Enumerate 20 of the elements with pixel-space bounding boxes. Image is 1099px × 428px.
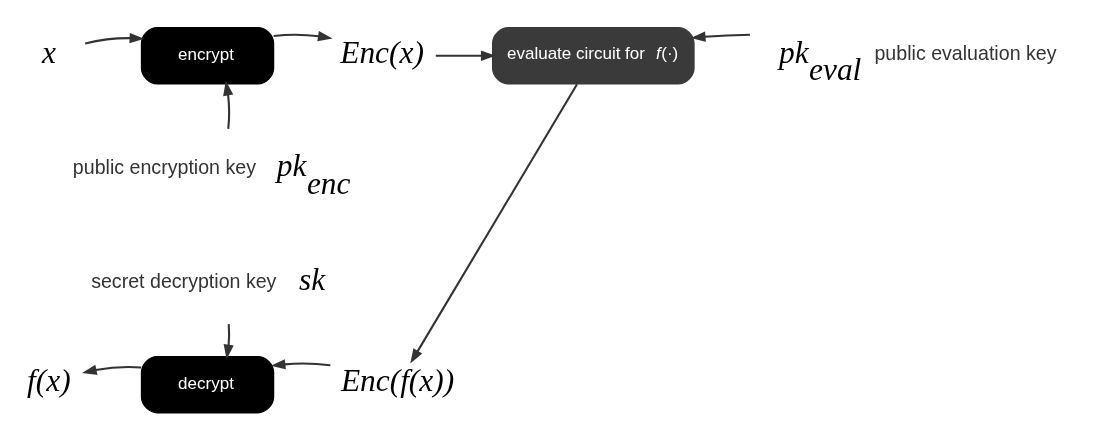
arrow [223, 80, 234, 130]
node-text: sk [299, 262, 326, 298]
arrow [690, 31, 750, 42]
arrow [223, 324, 234, 360]
node-text: x [42, 34, 57, 70]
arrow [270, 359, 331, 370]
arrow [84, 32, 145, 45]
node-label: public evaluation key [874, 42, 1057, 65]
node-box: decrypt [140, 355, 275, 414]
node-text: Enc(x) [340, 34, 424, 70]
node-text: Enc(f(x)) [340, 363, 455, 399]
node-box: evaluate circuit for f(·) [491, 27, 695, 85]
node-label: secret decryption key [91, 269, 277, 292]
arrow [273, 31, 333, 42]
node-box: encrypt [140, 27, 275, 85]
arrow [435, 50, 496, 61]
arrow [82, 364, 142, 375]
node-text: f(x) [27, 363, 71, 399]
arrow [410, 83, 578, 364]
node-label: public encryption key [72, 156, 256, 179]
